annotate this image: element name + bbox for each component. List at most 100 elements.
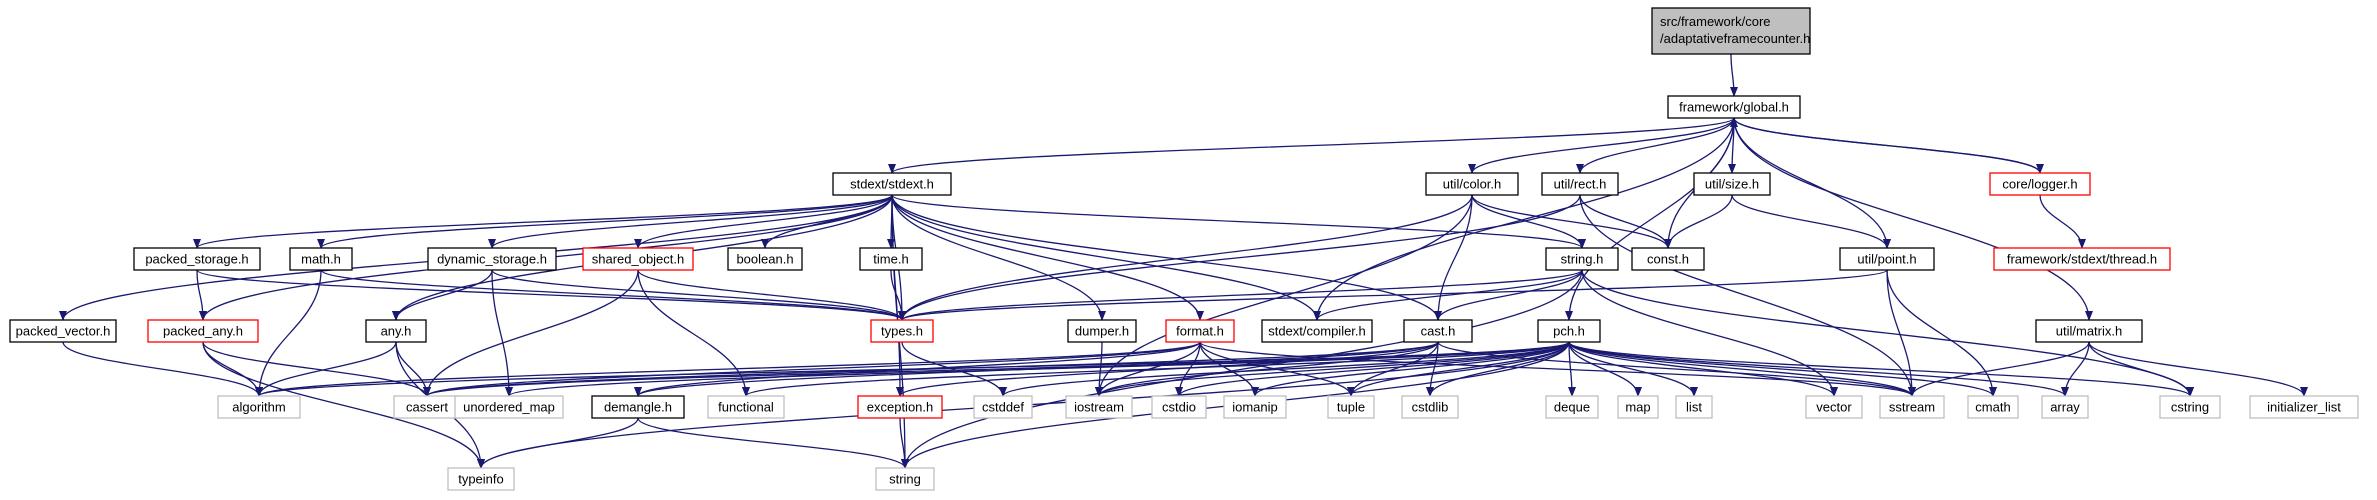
edge-stdext-to-math	[317, 194, 893, 249]
edge-logger-to-thread	[2039, 194, 2086, 249]
node-box	[1067, 319, 1137, 343]
node-exception[interactable]: exception.h	[857, 395, 943, 419]
node-label: cstddef	[982, 400, 1024, 415]
node-label: list	[1686, 400, 1702, 415]
node-demangle[interactable]: demangle.h	[591, 395, 685, 419]
node-list: list	[1675, 395, 1713, 419]
node-string-h[interactable]: string.h	[1545, 247, 1619, 271]
node-label: cassert	[406, 400, 448, 415]
node-label: string.h	[1561, 252, 1604, 267]
node-box	[1805, 395, 1863, 419]
edge-format-to-algorithm	[255, 341, 1201, 397]
edge-pch-to-array	[1568, 341, 2069, 397]
node-math[interactable]: math.h	[289, 247, 353, 271]
edge-stdext-to-string_h	[891, 194, 1586, 249]
node-box	[1261, 319, 1373, 343]
node-unordered-map: unordered_map	[454, 395, 564, 419]
edge-packed_any-to-cassert	[202, 341, 431, 397]
node-label: sstream	[1889, 400, 1935, 415]
node-label: cast.h	[1421, 324, 1456, 339]
edge-point-to-types	[898, 269, 1888, 321]
node-boolean[interactable]: boolean.h	[727, 247, 803, 271]
node-array: array	[2041, 395, 2089, 419]
node-label: const.h	[1647, 252, 1689, 267]
node-box	[591, 395, 685, 419]
node-box	[1667, 95, 1801, 119]
node-box	[2249, 395, 2359, 419]
node-shared-object[interactable]: shared_object.h	[582, 247, 694, 271]
node-box	[1879, 395, 1945, 419]
edge-stdext-to-format	[891, 194, 1204, 321]
node-box	[707, 395, 785, 419]
node-cstdlib: cstdlib	[1401, 395, 1459, 419]
edge-pch-to-functional	[742, 341, 1570, 397]
node-box	[1541, 172, 1619, 196]
node-label: unordered_map	[463, 400, 555, 415]
edge-format-to-sstream	[1199, 341, 1916, 397]
node-iomanip: iomanip	[1223, 395, 1287, 419]
node-compiler[interactable]: stdext/compiler.h	[1261, 319, 1373, 343]
node-global[interactable]: framework/global.h	[1667, 95, 1801, 119]
node-box	[9, 319, 117, 343]
node-label: util/matrix.h	[2056, 324, 2122, 339]
node-label: iomanip	[1232, 400, 1278, 415]
node-stdext[interactable]: stdext/stdext.h	[832, 172, 952, 196]
node-label: shared_object.h	[592, 252, 685, 267]
node-deque: deque	[1545, 395, 1599, 419]
node-size[interactable]: util/size.h	[1693, 172, 1771, 196]
node-const[interactable]: const.h	[1631, 247, 1705, 271]
node-label: map	[1625, 400, 1650, 415]
node-format[interactable]: format.h	[1165, 319, 1235, 343]
edge-shared_object-to-types	[637, 269, 906, 321]
node-label: tuple	[1337, 400, 1365, 415]
node-box	[582, 247, 694, 271]
node-any[interactable]: any.h	[365, 319, 427, 343]
node-packed-vector[interactable]: packed_vector.h	[9, 319, 117, 343]
node-box	[973, 395, 1033, 419]
node-box	[857, 395, 943, 419]
node-pch[interactable]: pch.h	[1537, 319, 1601, 343]
node-dynamic-storage[interactable]: dynamic_storage.h	[427, 247, 557, 271]
edge-rect-to-types	[898, 194, 1581, 321]
node-label: time.h	[873, 252, 908, 267]
node-box	[875, 467, 935, 491]
node-thread[interactable]: framework/stdext/thread.h	[1993, 247, 2171, 271]
edge-string_h-to-cast	[1434, 269, 1583, 321]
node-vector: vector	[1805, 395, 1863, 419]
node-packed-storage[interactable]: packed_storage.h	[133, 247, 261, 271]
edge-demangle-to-string	[637, 417, 909, 469]
node-point[interactable]: util/point.h	[1839, 247, 1935, 271]
node-label: array	[2050, 400, 2080, 415]
edge-color-to-iostream	[1095, 194, 1473, 397]
node-label: pch.h	[1553, 324, 1585, 339]
node-time[interactable]: time.h	[859, 247, 923, 271]
node-label: stdext/compiler.h	[1268, 324, 1366, 339]
node-cast[interactable]: cast.h	[1403, 319, 1473, 343]
node-matrix[interactable]: util/matrix.h	[2035, 319, 2143, 343]
node-label: util/rect.h	[1554, 177, 1607, 192]
node-dumper[interactable]: dumper.h	[1067, 319, 1137, 343]
node-types[interactable]: types.h	[870, 319, 934, 343]
edge-global-to-rect	[1576, 117, 1735, 174]
node-label: framework/global.h	[1679, 100, 1789, 115]
edge-shared_object-to-functional	[637, 269, 750, 397]
node-rect[interactable]: util/rect.h	[1541, 172, 1619, 196]
edge-color-to-const	[1471, 194, 1672, 249]
edge-string_h-to-types	[898, 269, 1583, 321]
edge-matrix-to-sstream	[1908, 341, 2090, 397]
edge-packed_storage-to-packed_any	[196, 269, 207, 321]
edge-string_h-to-string	[901, 269, 1583, 469]
node-box	[1989, 172, 2091, 196]
node-label: boolean.h	[736, 252, 793, 267]
node-packed-any[interactable]: packed_any.h	[147, 319, 259, 343]
edge-color-to-cast	[1434, 194, 1473, 321]
node-box	[1065, 395, 1133, 419]
node-logger[interactable]: core/logger.h	[1989, 172, 2091, 196]
node-color[interactable]: util/color.h	[1425, 172, 1519, 196]
edge-pch-to-sstream	[1568, 341, 1916, 397]
edge-cast-to-sstream	[1437, 341, 1916, 397]
node-box	[1631, 247, 1705, 271]
node-cstdio: cstdio	[1151, 395, 1207, 419]
edge-string_h-to-compiler	[1313, 269, 1583, 321]
